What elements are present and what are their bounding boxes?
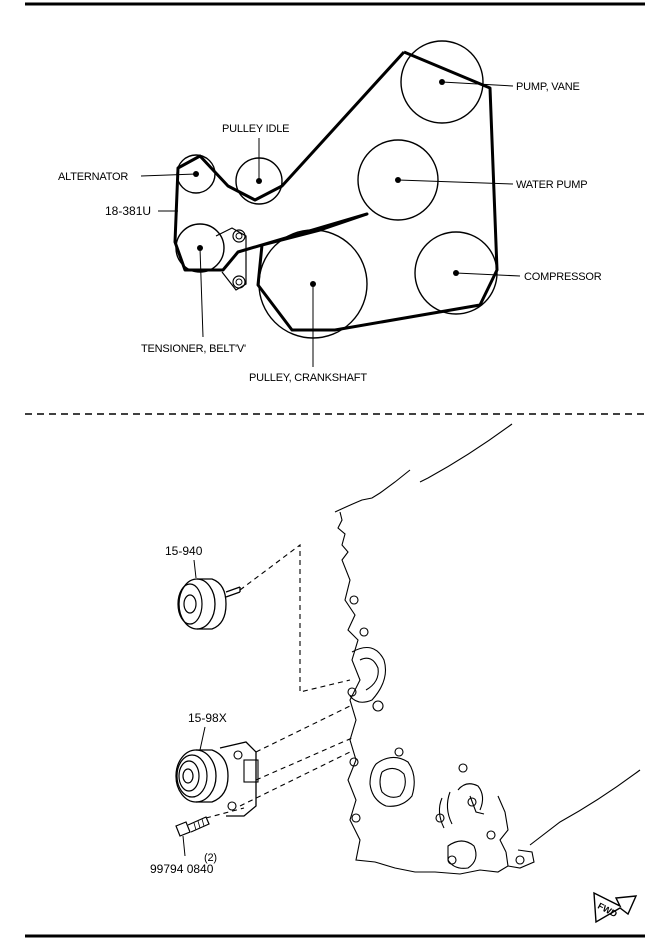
bolt-part-label: 99794 0840 bbox=[150, 862, 214, 876]
exploded-view-section: 15-940 15-98X (2) 99794 0840 bbox=[150, 423, 641, 924]
fwd-arrow-icon: FWD bbox=[593, 891, 638, 924]
tensioner-assembly bbox=[175, 741, 259, 817]
bolt-leader bbox=[182, 835, 186, 857]
alternator-label: ALTERNATOR bbox=[58, 171, 128, 183]
idler-part-leader bbox=[193, 559, 197, 579]
crankshaft-label: PULLEY, CRANKSHAFT bbox=[249, 372, 367, 384]
tensioner-bracket-bolt-upper-inner bbox=[235, 232, 243, 240]
pump-vane-label: PUMP, VANE bbox=[516, 81, 580, 93]
tensioner-bracket-bolt-upper bbox=[232, 229, 246, 243]
pulley-idle-label: PULLEY IDLE bbox=[222, 123, 289, 135]
belt-routing-section: PUMP, VANE PULLEY IDLE ALTERNATOR WATER … bbox=[58, 40, 602, 384]
tensioner-bracket-bolt-lower-inner bbox=[235, 278, 243, 286]
tensioner-part-label: 15-98X bbox=[188, 711, 227, 725]
pump-vane-leader bbox=[441, 81, 514, 87]
water-pump-pulley bbox=[357, 139, 439, 221]
drive-belt bbox=[173, 50, 499, 332]
assembly-guide-lines bbox=[205, 543, 353, 819]
compressor-leader bbox=[455, 272, 521, 277]
water-pump-label: WATER PUMP bbox=[516, 179, 587, 191]
alternator-leader bbox=[140, 173, 197, 177]
tensioner-bracket bbox=[215, 227, 247, 291]
pump-vane-pulley bbox=[400, 40, 484, 124]
tensioner-part-leader bbox=[199, 726, 206, 751]
compressor-label: COMPRESSOR bbox=[524, 271, 602, 283]
compressor-pulley bbox=[414, 231, 498, 315]
idler-part-label: 15-940 bbox=[165, 544, 203, 558]
idler-pulley-assembly bbox=[177, 578, 241, 630]
tensioner-leader bbox=[199, 247, 204, 338]
mounting-bolt bbox=[175, 816, 210, 837]
tensioner-bracket-bolt-lower bbox=[232, 275, 246, 289]
engine-block bbox=[334, 423, 641, 875]
tensioner-label: TENSIONER, BELT'V' bbox=[141, 343, 246, 355]
alternator-pulley bbox=[176, 154, 216, 194]
tensioner-pulley bbox=[175, 223, 225, 273]
water-pump-leader bbox=[397, 179, 514, 185]
belt-part-label: 18-381U bbox=[105, 204, 151, 218]
bolt-qty-label: (2) bbox=[204, 852, 217, 864]
